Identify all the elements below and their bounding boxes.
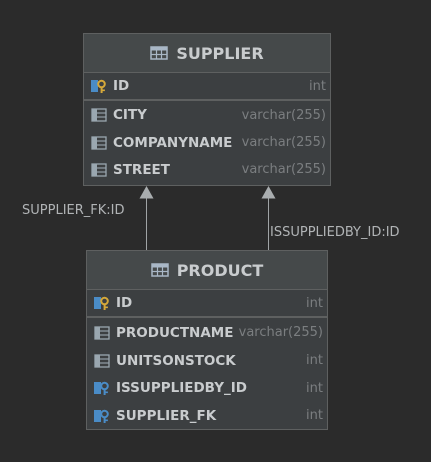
column-row-supplier-fk[interactable]: SUPPLIER_FK int — [87, 402, 327, 429]
column-type: varchar(255) — [241, 107, 326, 123]
entity-header-supplier[interactable]: SUPPLIER — [84, 34, 330, 73]
arrowhead-icon — [139, 186, 154, 199]
relation-line-issuppliedby[interactable] — [268, 198, 269, 250]
column-type: int — [306, 295, 323, 311]
column-row-issuppliedby-id[interactable]: ISSUPPLIEDBY_ID int — [87, 374, 327, 402]
column-type: int — [309, 78, 326, 94]
column-row-unitsonstock[interactable]: UNITSONSTOCK int — [87, 347, 327, 374]
column-type: int — [306, 408, 323, 423]
entity-header-product[interactable]: PRODUCT — [87, 251, 327, 290]
column-name: ISSUPPLIEDBY_ID — [116, 380, 247, 396]
primary-key-icon — [90, 78, 108, 94]
column-row-id[interactable]: ID int — [87, 290, 327, 318]
column-name: CITY — [113, 107, 147, 123]
table-icon — [150, 45, 169, 61]
column-type: varchar(255) — [241, 135, 326, 150]
column-name: STREET — [113, 161, 170, 178]
column-type: int — [306, 380, 323, 396]
column-name: PRODUCTNAME — [116, 324, 234, 341]
column-type: varchar(255) — [241, 162, 326, 177]
relation-line-supplier-fk[interactable] — [146, 198, 147, 250]
column-icon — [90, 135, 108, 151]
column-row-productname[interactable]: PRODUCTNAME varchar(255) — [87, 318, 327, 347]
column-name: UNITSONSTOCK — [116, 352, 236, 369]
relation-label-supplier-fk: SUPPLIER_FK:ID — [22, 203, 125, 218]
foreign-key-icon — [93, 408, 111, 424]
column-icon — [93, 353, 111, 369]
entity-supplier[interactable]: SUPPLIER ID int — [83, 33, 331, 186]
entity-title: SUPPLIER — [176, 43, 264, 63]
column-row-street[interactable]: STREET varchar(255) — [84, 156, 330, 183]
column-icon — [90, 162, 108, 178]
column-row-companyname[interactable]: COMPANYNAME varchar(255) — [84, 129, 330, 156]
entity-product[interactable]: PRODUCT ID int — [86, 250, 328, 430]
primary-key-icon — [93, 295, 111, 311]
table-icon — [150, 262, 169, 278]
column-icon — [93, 325, 111, 341]
foreign-key-icon — [93, 380, 111, 396]
column-row-city[interactable]: CITY varchar(255) — [84, 101, 330, 129]
column-name: SUPPLIER_FK — [116, 407, 217, 424]
column-row-id[interactable]: ID int — [84, 73, 330, 101]
column-icon — [90, 107, 108, 123]
entity-title: PRODUCT — [176, 260, 264, 280]
column-name: COMPANYNAME — [113, 134, 233, 151]
arrowhead-icon — [261, 186, 276, 199]
column-type: varchar(255) — [238, 325, 323, 340]
relation-label-issuppliedby: ISSUPPLIEDBY_ID:ID — [270, 225, 400, 240]
column-name: ID — [113, 78, 130, 94]
column-name: ID — [116, 295, 133, 311]
column-type: int — [306, 353, 323, 368]
